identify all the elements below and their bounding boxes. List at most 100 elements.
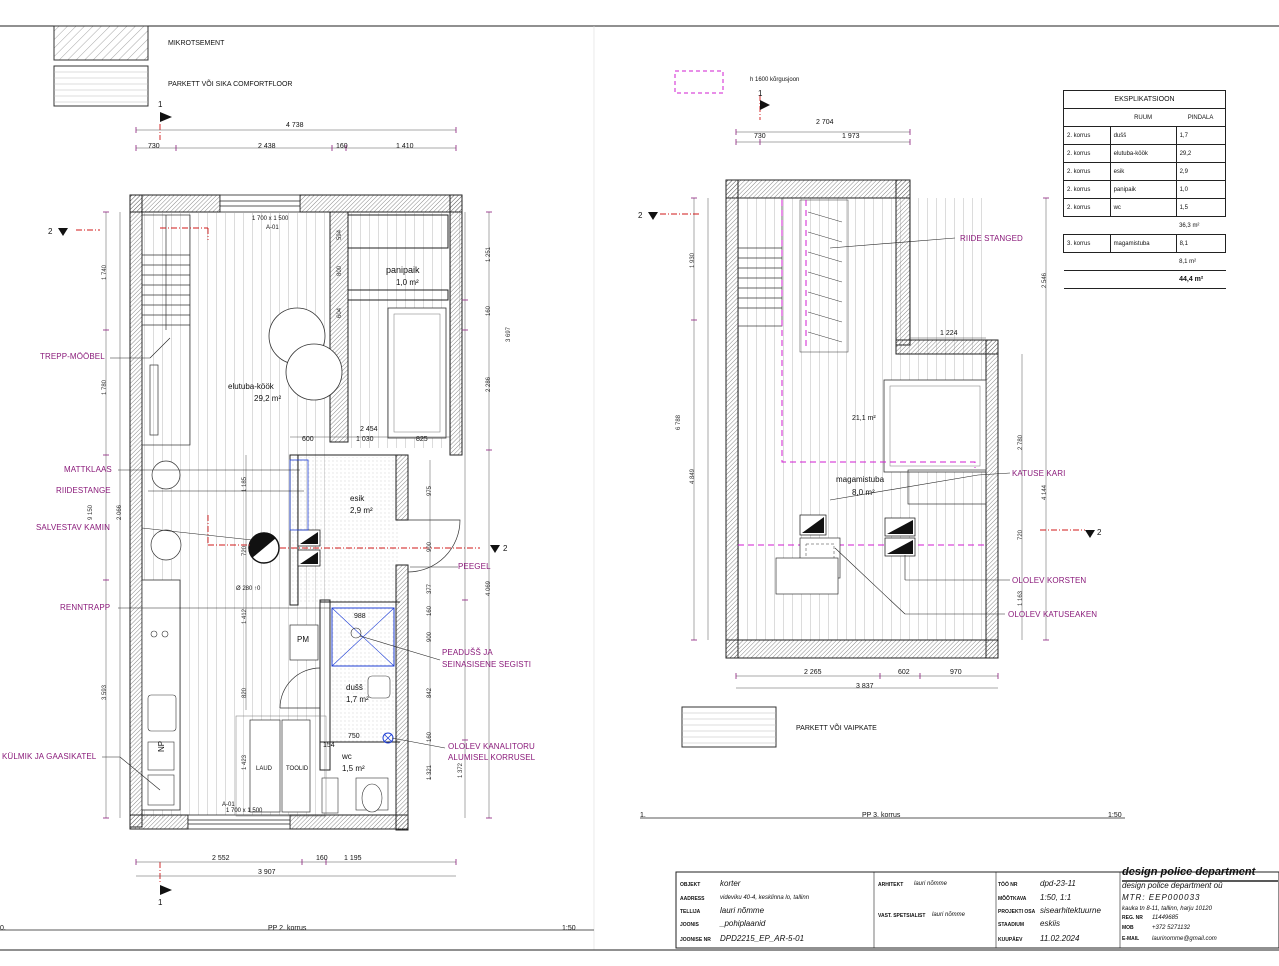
annot-peadussi-2: SEINASISENE SEGISTI	[442, 660, 532, 669]
plan2-esik-microcement	[290, 457, 400, 602]
plan2-dim-inner-b: 720	[242, 545, 248, 556]
legend-swatch-mikrotsement	[53, 25, 149, 61]
plan3-dim-right-c: 4 144	[1042, 484, 1048, 500]
table-cell-room: elutuba-köök	[1109, 144, 1177, 163]
tb-value-joonise-nr: DPD2215_EP_AR-5-01	[720, 934, 805, 943]
plan2-leaders	[102, 337, 458, 791]
company-logo: design police department	[1122, 866, 1256, 878]
plan2-dim-left-c: 2 066	[117, 504, 123, 520]
tb-label-mootkava: MÕÕTKAVA	[998, 896, 1027, 902]
plan2-dussi-microcement	[330, 603, 400, 743]
table-row: 2. korrus esik 2,9	[1063, 162, 1227, 181]
tb-label-joonise-nr: JOONISE NR	[680, 937, 711, 943]
tb-label-email: E-MAIL	[1122, 936, 1140, 942]
plan2-room-dussi: dušš	[346, 683, 363, 692]
plan2-dim-mid-4: 825	[416, 436, 428, 443]
plan2-plants	[150, 460, 182, 561]
plan2-section-label-b: 1	[158, 898, 163, 907]
table-row: 3. korrus magamistuba 8,1	[1063, 234, 1227, 253]
annot-katuse-kari: KATUSE KARI	[1012, 469, 1066, 478]
table-title-row: EKSPLIKATSIOON	[1063, 90, 1226, 109]
annot-ololev-2: ALUMISEL KORRUSEL	[448, 753, 536, 762]
plan2-room-dussi-area: 1,7 m²	[346, 695, 369, 704]
table-row: 2. korrus elutuba-köök 29,2	[1063, 144, 1227, 163]
annot-kulmik: KÜLMIK JA GAASIKATEL	[2, 752, 97, 761]
plan3-chimney-fill	[802, 517, 824, 533]
company-address: kauka tn 8-11, tallinn, harju 10120	[1122, 906, 1212, 912]
plan3-dim-left-a: 1 930	[690, 252, 696, 268]
plan2-dim-top-d4: 1 410	[396, 143, 414, 150]
plan3-block-1-fill	[887, 520, 913, 534]
plan3-dim-bot-total: 3 837	[856, 683, 874, 690]
tb-value-joonis: _pohiplaanid	[720, 919, 766, 928]
plan3-desk	[775, 557, 839, 595]
plan2-room-elutuba: elutuba-köök	[228, 382, 274, 391]
tb-label-staadium: STAADIUM	[998, 922, 1025, 928]
tb-label-reg-nr: REG. NR	[1122, 915, 1143, 921]
plan3-section-markers	[648, 100, 1095, 538]
plan2-dim-right-h: 160	[427, 605, 433, 616]
plan2-room-panipaik-area: 1,0 m²	[396, 278, 419, 287]
plan2-sofa	[387, 307, 447, 439]
plan2-hob-1	[150, 630, 158, 638]
plan2-section-label-a: 1	[158, 100, 163, 109]
tb-value-mob: +372 5271132	[1152, 925, 1191, 931]
plan2-dim-right-l: 1 321	[427, 764, 433, 780]
plan2-dim-inner-c: 1 412	[242, 608, 248, 624]
plan2-dim-top-total: 4 738	[286, 122, 304, 129]
plan2-walls	[129, 194, 463, 831]
plan2-label-np: NP	[157, 740, 166, 752]
plan2-section-lines-red	[76, 124, 480, 884]
plan3-dim-top-total: 2 704	[816, 119, 834, 126]
tb-label-aadress: AADRESS	[680, 896, 705, 902]
plan3-walls	[725, 179, 999, 659]
plan2-window-top	[219, 194, 301, 213]
tb-value-aadress: videviku 40-4, kesklinna lo, tallinn	[720, 895, 810, 901]
table-cell-floor: 2. korrus	[1063, 144, 1111, 163]
table-cell-room: esik	[1109, 162, 1177, 181]
plan2-chairs	[281, 719, 311, 813]
plan2-dim-right-i: 900	[427, 631, 433, 642]
annot-ololev-katuseaken: OLOLEV KATUSEAKEN	[1008, 610, 1098, 619]
plan2-vent-x2	[383, 733, 393, 743]
plan2-window-top-id: A-01	[266, 225, 279, 231]
plan2-np-box	[147, 741, 175, 771]
table-row: 2. korrus panipaik 1,0	[1063, 180, 1227, 199]
tb-value-vast-spetsialist: lauri nõmme	[932, 912, 966, 918]
plan3-caption-num: 1.	[640, 812, 646, 819]
plan3-dim-bot-d3: 970	[950, 669, 962, 676]
tb-label-kuupaev: KUUPÄEV	[998, 937, 1023, 943]
legend-korgusjoon: h 1600 kõrgusjoon	[750, 77, 800, 83]
plan2-stair	[141, 214, 191, 446]
plan2-dim-left-a: 1 740	[102, 264, 108, 280]
plan2-caption: PP 2. korrus	[268, 925, 307, 932]
plan2-dim-left-e: 3 593	[102, 684, 108, 700]
plan2-dim-inner-g: 800	[337, 265, 343, 276]
plan2-dim-inner-f: 594	[337, 229, 343, 240]
plan2-round-table-2	[285, 343, 343, 401]
plan2-dim-bot-d3: 1 195	[344, 855, 362, 862]
tb-label-too-nr: TÖÖ NR	[998, 882, 1018, 888]
table-subtotal-row: 36,3 m²	[1064, 217, 1226, 235]
table-total: 44,4 m²	[1176, 270, 1226, 289]
table-row: 2. korrus dušš 1,7	[1063, 126, 1227, 145]
plan3-leaders	[829, 237, 1011, 615]
table-cell-area: 8,1	[1175, 234, 1227, 253]
table-header-area: PINDALA	[1176, 108, 1227, 127]
table-cell-room: magamistuba	[1109, 234, 1177, 253]
table-subtotal-2: 8,1 m²	[1179, 258, 1197, 265]
plan2-dim-left-b: 1 780	[102, 379, 108, 395]
plan2-dim-right-d: 3 697	[506, 326, 512, 342]
table-row: 2. korrus wc 1,5	[1063, 198, 1227, 217]
plan2-window-bot-size: 1 700 x 1 500	[226, 808, 263, 814]
plan3-dim-right-e: 1 163	[1018, 590, 1024, 606]
plan2-dim-mid-7: 154	[323, 742, 335, 749]
plan2-dim-right-j: 842	[427, 687, 433, 698]
plan3-dim-lines	[693, 131, 1047, 689]
plan2-door-dussi	[279, 667, 321, 709]
plan2-label-pm: PM	[297, 635, 309, 644]
plan2-dim-left-d: 9 150	[88, 504, 94, 520]
tb-value-staadium: eskiis	[1040, 919, 1061, 928]
plan2-wardrobe	[289, 459, 309, 531]
